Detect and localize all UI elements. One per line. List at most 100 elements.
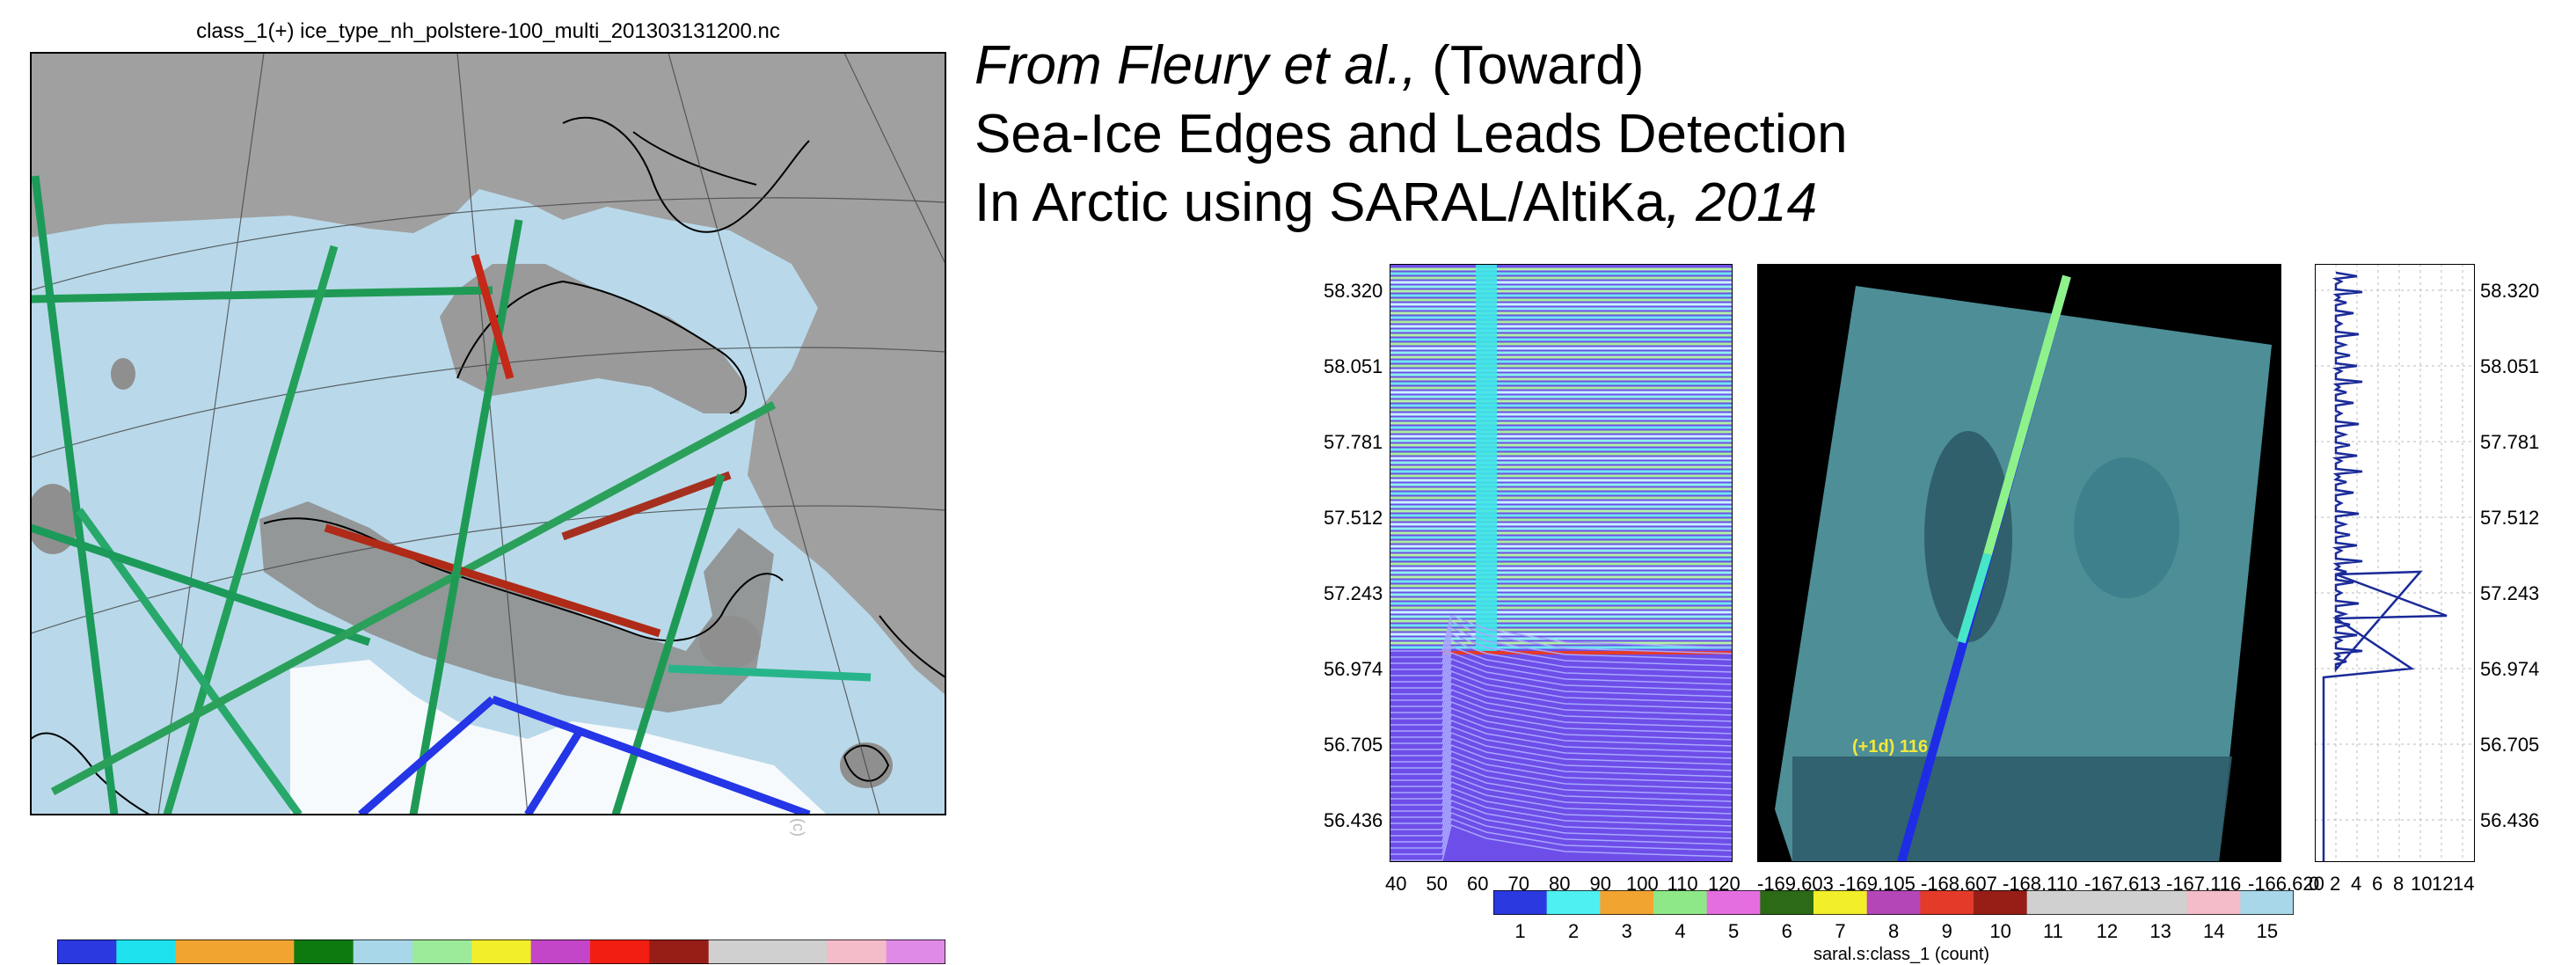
altimeter-track-ice-segment xyxy=(1983,274,2071,556)
satellite-tracks xyxy=(31,175,872,815)
colorbar-cell xyxy=(827,939,887,964)
colorbar-cell xyxy=(649,939,710,964)
colorbar-cell xyxy=(2026,890,2081,915)
waveform-lines-upper xyxy=(1390,264,1733,654)
latitude-tick-label: 58.320 xyxy=(2480,280,2540,302)
waveform-line xyxy=(1390,646,1733,683)
track-label: (+1d) 116 xyxy=(1852,737,1929,757)
latitude-tick-label: 57.243 xyxy=(2480,582,2540,604)
colorbar-cell xyxy=(886,939,945,964)
count-trace xyxy=(2322,271,2448,862)
colorbar-label: 8 xyxy=(1888,920,1900,942)
waveform-line xyxy=(1390,707,1733,744)
count-tick-label: 14 xyxy=(2453,873,2475,895)
colorbar-cell xyxy=(2134,890,2188,915)
gate-tick-label: 60 xyxy=(1467,873,1489,895)
latitude-tick-label: 57.512 xyxy=(2480,507,2540,529)
ice-floe xyxy=(2074,457,2179,598)
colorbar-label: 5 xyxy=(1728,920,1740,942)
count-tick-label: 2 xyxy=(2330,873,2341,895)
colorbar-cell xyxy=(412,939,472,964)
waveform-line xyxy=(1390,676,1733,713)
waveform-line xyxy=(1390,701,1733,738)
coastal-band xyxy=(259,501,774,713)
count-tick-label: 12 xyxy=(2432,873,2454,895)
waveform-line xyxy=(1390,812,1733,849)
colorbar-label: 15 xyxy=(2256,920,2279,942)
map-watermark: (c) xyxy=(790,818,807,837)
left-colorbar xyxy=(57,939,945,964)
waveform-line xyxy=(1390,818,1733,855)
colorbar-cell xyxy=(175,939,236,964)
gate-tick-label: 50 xyxy=(1426,873,1448,895)
waveform-line xyxy=(1390,658,1733,695)
waveform-peak-band xyxy=(1476,264,1497,651)
dark-lead xyxy=(1924,431,2012,642)
waveform-line xyxy=(1390,793,1733,830)
colorbar-cell xyxy=(1920,890,1974,915)
latitude-tick-label: 56.436 xyxy=(1324,809,1383,831)
waveform-line xyxy=(1390,775,1733,812)
satellite-image-panel xyxy=(1757,264,2281,862)
waveform-panel xyxy=(1390,264,1733,862)
latitude-tick-label: 56.705 xyxy=(2480,734,2540,756)
count-histogram-panel xyxy=(2315,264,2475,862)
colorbar-label: 7 xyxy=(1835,920,1846,942)
colorbar-cell xyxy=(116,939,177,964)
count-tick-label: 10 xyxy=(2411,873,2433,895)
waveform-line xyxy=(1390,713,1733,750)
count-tick-label: 4 xyxy=(2351,873,2362,895)
slide-heading: From Fleury et al., (Toward) Sea-Ice Edg… xyxy=(974,32,1848,238)
colorbar-label: 10 xyxy=(1989,920,2011,942)
altimeter-track-lead-segment xyxy=(1957,552,1992,644)
blue-tracks xyxy=(358,695,811,815)
colorbar-label: 4 xyxy=(1675,920,1686,942)
colorbar-cell xyxy=(57,939,117,964)
colorbar-cell xyxy=(1653,890,1708,915)
waveform-line xyxy=(1390,769,1733,806)
colorbar-cell xyxy=(1546,890,1601,915)
island xyxy=(111,358,135,390)
waveform-line xyxy=(1390,689,1733,726)
colorbar-label: 13 xyxy=(2149,920,2171,942)
colorbar-cell xyxy=(2186,890,2241,915)
sar-image xyxy=(1775,286,2272,862)
waveform-line xyxy=(1390,824,1733,861)
colorbar-cell xyxy=(1760,890,1814,915)
colorbar-cell xyxy=(1600,890,1654,915)
waveform-line xyxy=(1390,627,1733,664)
island xyxy=(699,616,761,669)
waveform-line xyxy=(1390,683,1733,720)
count-tick-label: 8 xyxy=(2393,873,2405,895)
map-frame xyxy=(30,52,946,815)
heading-line-3: In Arctic using SARAL/AltiKa, 2014 xyxy=(974,172,1818,233)
colorbar-label: 1 xyxy=(1514,920,1526,942)
colorbar-cell xyxy=(235,939,295,964)
colorbar-label: 11 xyxy=(2043,920,2063,942)
waveform-line xyxy=(1390,732,1733,769)
arctic-map xyxy=(30,52,946,815)
waveform-line xyxy=(1390,695,1733,732)
latitude-tick-label: 57.781 xyxy=(2480,431,2540,453)
colorbar-cell xyxy=(471,939,532,964)
waveform-line xyxy=(1390,806,1733,843)
colorbar-cell xyxy=(1813,890,1868,915)
waveform-line xyxy=(1390,781,1733,818)
latitude-tick-label: 57.781 xyxy=(1324,431,1383,453)
latitude-tick-label: 57.243 xyxy=(1324,582,1383,604)
heading-line-1: From Fleury et al., (Toward) xyxy=(974,35,1645,96)
colorbar-cell xyxy=(1866,890,1921,915)
waveform-line xyxy=(1390,744,1733,781)
heading-line-2: Sea-Ice Edges and Leads Detection xyxy=(974,104,1848,164)
colorbar-label: 6 xyxy=(1781,920,1792,942)
waveform-line xyxy=(1390,621,1733,658)
colorbar-cell xyxy=(353,939,413,964)
waveform-line xyxy=(1390,664,1733,701)
latitude-tick-label: 56.705 xyxy=(1324,734,1383,756)
colorbar-label: 12 xyxy=(2096,920,2119,942)
colorbar-cell xyxy=(708,939,769,964)
latitude-tick-label: 58.051 xyxy=(2480,355,2540,377)
latitude-tick-label: 56.974 xyxy=(1324,658,1383,680)
colorbar-cell xyxy=(294,939,354,964)
graticule xyxy=(31,53,945,815)
